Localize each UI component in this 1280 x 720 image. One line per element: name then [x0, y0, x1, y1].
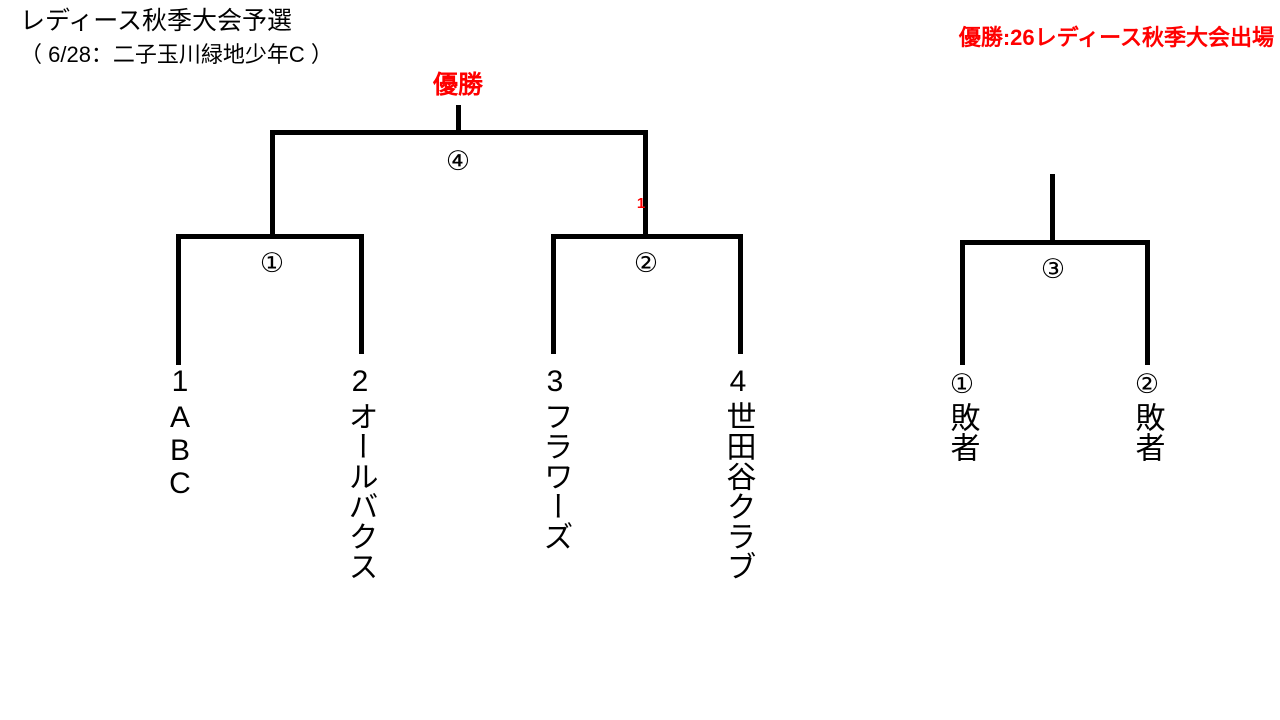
consolation-right-leg — [1145, 240, 1150, 365]
page-title: レディース秋季大会予選 — [20, 7, 293, 35]
team-name: オールバクス — [343, 401, 377, 581]
page-subtitle: （ 6/28：二子玉川緑地少年C ） — [20, 42, 333, 67]
team-seed: 1 — [171, 365, 189, 398]
final-connector-bar — [270, 130, 648, 135]
semifinal-1-bar — [176, 234, 364, 239]
semifinal-2-right-leg — [738, 234, 743, 354]
consolation-left-leg — [960, 240, 965, 365]
semifinal-2-left-leg — [551, 234, 556, 354]
consolation-entry-seed: ① — [949, 369, 975, 399]
consolation-entry: ① 敗者 — [939, 368, 985, 462]
semifinal-1-left-leg — [176, 234, 181, 365]
consolation-bar — [960, 240, 1150, 245]
final-right-leg-note: 1 — [636, 195, 646, 212]
final-left-leg — [270, 130, 275, 237]
semifinal-2-bar — [551, 234, 743, 239]
team-entry: 3 フラワーズ — [532, 365, 578, 551]
team-seed: 3 — [546, 365, 564, 398]
team-entry: 1 ABC — [157, 365, 203, 500]
consolation-entry-label: 敗者 — [945, 402, 979, 462]
match-number-semifinal-1: ① — [259, 248, 285, 278]
consolation-entry-seed: ② — [1134, 369, 1160, 399]
team-name: 世田谷クラブ — [721, 401, 755, 581]
team-name: フラワーズ — [538, 401, 572, 551]
match-number-consolation: ③ — [1040, 254, 1066, 284]
semifinal-1-right-leg — [359, 234, 364, 354]
final-champion-stem — [456, 105, 461, 133]
team-entry: 4 世田谷クラブ — [715, 365, 761, 581]
prize-note: 優勝:26レディース秋季大会出場 — [958, 25, 1274, 50]
team-seed: 2 — [351, 365, 369, 398]
match-number-final: ④ — [445, 146, 471, 176]
match-number-semifinal-2: ② — [633, 248, 659, 278]
consolation-entry-label: 敗者 — [1130, 402, 1164, 462]
team-seed: 4 — [729, 365, 747, 398]
team-name: ABC — [163, 401, 197, 500]
team-entry: 2 オールバクス — [337, 365, 383, 581]
consolation-entry: ② 敗者 — [1124, 368, 1170, 462]
champion-label: 優勝 — [432, 71, 484, 99]
consolation-top-stem — [1050, 174, 1055, 242]
final-right-leg — [643, 130, 648, 237]
